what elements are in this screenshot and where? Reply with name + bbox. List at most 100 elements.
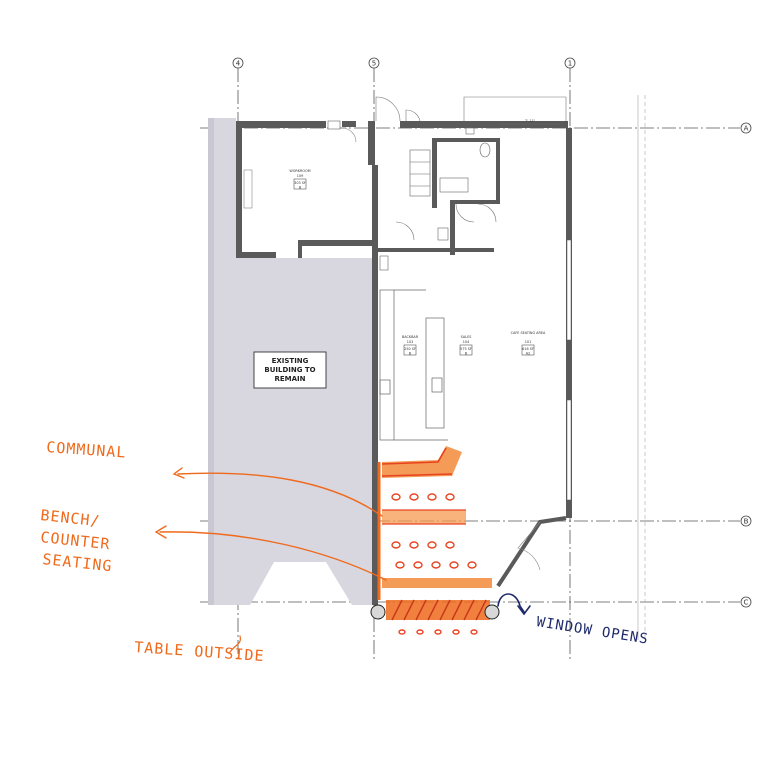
wall: [298, 240, 374, 246]
stool: [452, 629, 460, 635]
shelving: [409, 149, 431, 197]
post: [484, 604, 500, 620]
wall: [432, 138, 437, 208]
east-window: [566, 399, 572, 501]
workroom-counter: [243, 169, 253, 209]
label-communal: COMMUNAL: [46, 438, 127, 462]
workroom-walls: [236, 121, 375, 258]
stool: [427, 493, 437, 501]
stool: [434, 629, 442, 635]
grid-bubble-a: [740, 122, 752, 134]
wall: [298, 240, 302, 258]
counter-fixture: [431, 377, 443, 393]
backbar-tag-box: [403, 344, 417, 356]
hatch: [427, 599, 439, 621]
communal-arrowhead: [172, 467, 185, 479]
stool: [470, 629, 478, 635]
existing-building-note-box: [253, 351, 327, 389]
grid-label-c: C: [744, 599, 749, 607]
mop-sink: [437, 227, 449, 241]
grid-label-4: 4: [236, 60, 241, 68]
stool: [398, 629, 406, 635]
door-swing: [477, 203, 497, 223]
wall: [372, 248, 494, 252]
counter-fixture: [379, 379, 391, 395]
workroom-code: B: [299, 186, 302, 190]
label-table-outside: TABLE OUTSIDE: [134, 638, 265, 665]
storefront-opening: [463, 96, 567, 121]
cafe-tag-box: [521, 344, 535, 356]
sales-number: 104: [463, 340, 469, 344]
backbar-number: 103: [407, 340, 413, 344]
sales-counter: [425, 317, 445, 429]
wall: [236, 121, 242, 258]
stool: [409, 493, 419, 501]
hatch: [439, 599, 451, 621]
cafe-area: 616 SF: [522, 347, 534, 351]
existing-note-line3: REMAIN: [274, 375, 305, 383]
hatch: [475, 599, 487, 621]
backbar-tag: BACKBAR 103 250 SF B: [402, 335, 419, 356]
cafe-name: CAFE SEATING AREA: [511, 331, 546, 335]
stool: [391, 493, 401, 501]
stool: [431, 561, 441, 569]
wall: [236, 121, 326, 128]
hatch: [403, 599, 415, 621]
sink: [439, 177, 469, 193]
sketch-seating: [377, 446, 492, 635]
stool: [445, 541, 455, 549]
annotation-arrows: [154, 467, 531, 653]
cafe-number: 101: [525, 340, 531, 344]
sales-code: B: [465, 352, 468, 356]
stools: [391, 493, 478, 635]
wall: [454, 200, 500, 204]
entry-door-swing: [517, 521, 541, 571]
hatch: [415, 599, 427, 621]
workroom-number: 109: [297, 174, 303, 178]
service-walls: [372, 121, 568, 255]
post: [370, 604, 386, 620]
stool: [445, 493, 455, 501]
east-window: [566, 239, 572, 341]
window-arrowhead: [517, 605, 531, 616]
grid-label-5: 5: [372, 60, 376, 68]
existing-note-line1: EXISTING: [272, 357, 309, 365]
service-fixtures: [379, 127, 491, 271]
workroom-tag: WORKROOM 109 303 SF B: [289, 169, 310, 190]
workroom-name: WORKROOM: [289, 169, 310, 173]
workroom-fixture: [327, 120, 341, 130]
party-wall: [372, 165, 378, 605]
counters: [379, 289, 448, 441]
bench-arrow: [159, 531, 387, 581]
outside-table: [386, 600, 490, 620]
fixture: [465, 127, 475, 135]
stool: [413, 561, 423, 569]
wall: [432, 138, 500, 142]
label-bench-line1: BENCH/: [40, 506, 102, 530]
window-arrow: [497, 593, 525, 613]
sales-tag: SALES 104 575 SF B: [459, 335, 473, 356]
long-table-hatch: [382, 509, 466, 525]
wall: [496, 138, 500, 202]
door-swing: [341, 127, 357, 143]
label-window-opens: WINDOW OPENS: [535, 614, 649, 648]
door-swing: [455, 203, 475, 223]
corner-posts: [370, 604, 500, 620]
door-swing: [375, 96, 401, 122]
sales-tag-box: [459, 344, 473, 356]
backbar-code: B: [409, 352, 412, 356]
stool: [427, 541, 437, 549]
backbar-counter: [379, 289, 395, 441]
wall: [450, 200, 455, 255]
dimension-text: 7'-11": [525, 119, 536, 123]
stool: [449, 561, 459, 569]
fixture: [379, 255, 389, 271]
grid-bubble-1: [564, 57, 576, 69]
property-lines: [637, 95, 646, 640]
hatch: [463, 599, 475, 621]
grid-label-1: 1: [568, 60, 572, 68]
communal-table-stroke: [381, 447, 453, 477]
toilet: [479, 142, 491, 158]
